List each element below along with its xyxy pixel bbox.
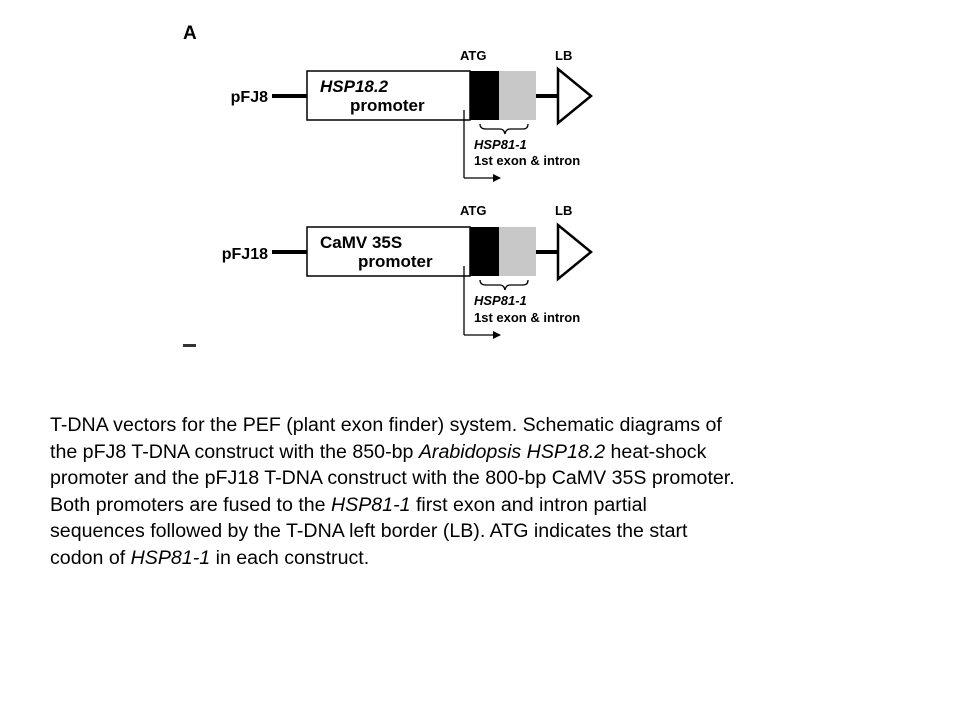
tdna-vector-diagram: A pFJ8 HSP18.2 promoter ATG LB HSP81-1 1… (183, 23, 593, 347)
lb-label: LB (555, 48, 572, 63)
caption-italic-term: Arabidopsis HSP18.2 (418, 440, 606, 463)
caption-text: the pFJ8 T-DNA construct with the 850-bp (50, 440, 419, 463)
caption-line: T-DNA vectors for the PEF (plant exon fi… (50, 412, 910, 439)
caption-text: Both promoters are fused to the (50, 493, 331, 516)
caption-text: in each construct. (210, 546, 370, 569)
caption-text: promoter and the pFJ18 T-DNA construct w… (50, 467, 735, 489)
caption-line: the pFJ8 T-DNA construct with the 850-bp… (50, 439, 910, 466)
caption-text: sequences followed by the T-DNA left bor… (50, 520, 688, 542)
intron-block (499, 71, 536, 120)
construct-pfj8: pFJ8 HSP18.2 promoter ATG LB HSP81-1 1st… (231, 48, 593, 182)
lb-label: LB (555, 203, 572, 218)
cropped-panel-label-fragment (183, 344, 196, 347)
caption-line: codon of HSP81-1 in each construct. (50, 545, 910, 572)
exon-intron-label: 1st exon & intron (474, 310, 580, 325)
promoter-box (306, 226, 471, 277)
caption-line: promoter and the pFJ18 T-DNA construct w… (50, 465, 910, 492)
caption-text: first exon and intron partial (410, 493, 647, 516)
intron-block (499, 227, 536, 276)
promoter-label-line2: promoter (358, 252, 433, 271)
construct-name: pFJ18 (222, 246, 268, 263)
caption-italic-term: HSP81-1 (130, 546, 211, 569)
promoter-label-line1: HSP18.2 (320, 77, 389, 96)
exon-block (470, 227, 499, 276)
exon-gene-label: HSP81-1 (474, 137, 527, 152)
construct-pfj18: pFJ18 CaMV 35S promoter ATG LB HSP81-1 1… (222, 203, 593, 339)
promoter-label-line1: CaMV 35S (320, 233, 402, 252)
caption-text: heat-shock (605, 440, 707, 463)
exon-block (470, 71, 499, 120)
caption-line: Both promoters are fused to the HSP81-1 … (50, 492, 910, 519)
caption-italic-term: HSP81-1 (331, 493, 411, 516)
exon-intron-label: 1st exon & intron (474, 153, 580, 168)
exon-gene-label: HSP81-1 (474, 293, 527, 308)
caption-text: T-DNA vectors for the PEF (plant exon fi… (50, 414, 722, 436)
caption-line: sequences followed by the T-DNA left bor… (50, 518, 910, 545)
atg-label: ATG (460, 203, 486, 218)
panel-label: A (183, 23, 197, 44)
construct-name: pFJ8 (231, 89, 268, 106)
exon-intron-brace (479, 123, 529, 135)
caption-text: codon of (50, 546, 131, 569)
atg-label: ATG (460, 48, 486, 63)
figure-caption: T-DNA vectors for the PEF (plant exon fi… (50, 412, 910, 571)
exon-intron-brace (479, 279, 529, 291)
left-border-arrow (556, 222, 593, 282)
left-border-arrow (556, 66, 593, 126)
promoter-label-line2: promoter (350, 96, 425, 115)
